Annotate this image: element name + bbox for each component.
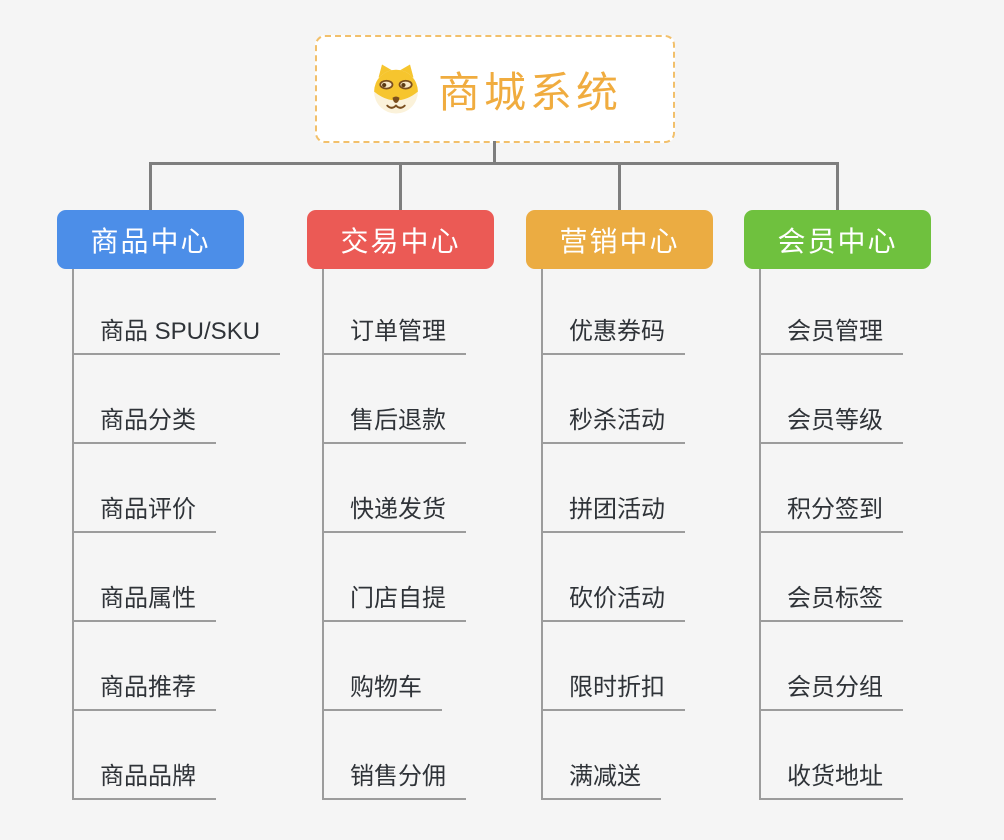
child-topic[interactable]: 门店自提 xyxy=(322,584,466,622)
root-node-title: 商城系统 xyxy=(437,68,622,116)
branch-trunk-trade-center xyxy=(322,269,324,800)
child-topic[interactable]: 购物车 xyxy=(322,673,442,711)
child-topic[interactable]: 满减送 xyxy=(541,762,661,800)
dog-face-icon xyxy=(374,64,418,114)
child-topic[interactable]: 会员标签 xyxy=(759,584,903,622)
connector-drop-members xyxy=(836,162,839,210)
connector-drop-marketing xyxy=(618,162,621,210)
child-topic[interactable]: 拼团活动 xyxy=(541,495,685,533)
child-topic[interactable]: 快递发货 xyxy=(322,495,466,533)
connector-root-stub xyxy=(493,141,496,164)
child-topic[interactable]: 限时折扣 xyxy=(541,673,685,711)
child-topic[interactable]: 会员分组 xyxy=(759,673,903,711)
child-topic[interactable]: 秒杀活动 xyxy=(541,406,685,444)
child-topic[interactable]: 商品推荐 xyxy=(72,673,216,711)
branch-header-trade-center[interactable]: 交易中心 xyxy=(307,210,494,269)
child-topic[interactable]: 积分签到 xyxy=(759,495,903,533)
connector-drop-products xyxy=(149,162,152,210)
child-topic[interactable]: 优惠券码 xyxy=(541,317,685,355)
branch-header-member-center[interactable]: 会员中心 xyxy=(744,210,931,269)
root-node-mall-system[interactable]: 商城系统 xyxy=(315,35,675,143)
child-topic[interactable]: 收货地址 xyxy=(759,762,903,800)
child-topic[interactable]: 商品品牌 xyxy=(72,762,216,800)
child-topic[interactable]: 商品分类 xyxy=(72,406,216,444)
branch-trunk-marketing-center xyxy=(541,269,543,800)
connector-horizontal xyxy=(149,162,839,165)
child-topic[interactable]: 商品 SPU/SKU xyxy=(72,317,281,355)
child-topic[interactable]: 订单管理 xyxy=(322,317,466,355)
child-topic[interactable]: 售后退款 xyxy=(322,406,466,444)
branch-trunk-member-center xyxy=(759,269,761,800)
branch-header-marketing-center[interactable]: 营销中心 xyxy=(526,210,713,269)
child-topic[interactable]: 商品属性 xyxy=(72,584,216,622)
child-topic[interactable]: 销售分佣 xyxy=(322,762,466,800)
connector-drop-trade xyxy=(399,162,402,210)
child-topic[interactable]: 商品评价 xyxy=(72,495,216,533)
child-topic[interactable]: 砍价活动 xyxy=(541,584,685,622)
child-topic[interactable]: 会员等级 xyxy=(759,406,903,444)
child-topic[interactable]: 会员管理 xyxy=(759,317,903,355)
branch-header-product-center[interactable]: 商品中心 xyxy=(57,210,244,269)
branch-trunk-product-center xyxy=(72,269,74,800)
